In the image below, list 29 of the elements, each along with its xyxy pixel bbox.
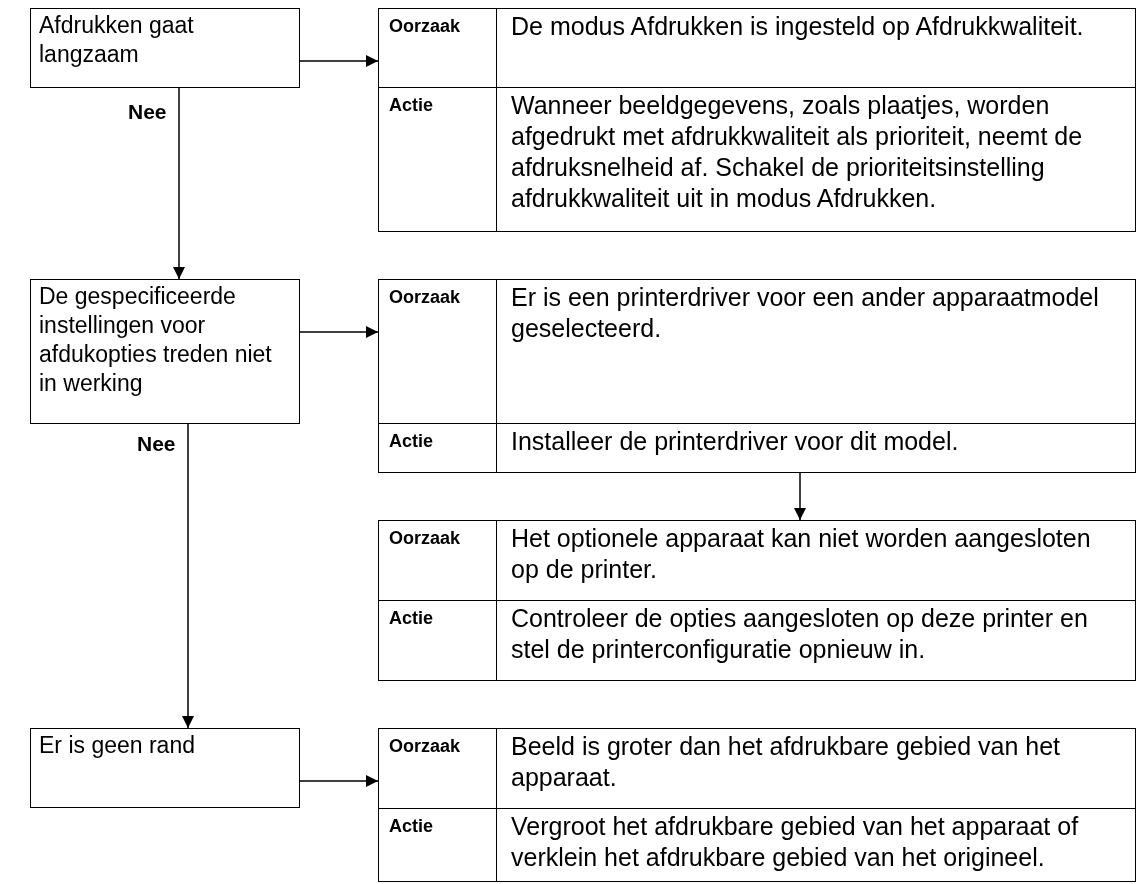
table-row	[378, 728, 1136, 809]
row-label: Actie	[379, 424, 497, 472]
table-row	[378, 8, 1136, 88]
row-text: De modus Afdrukken is ingesteld op Afdrukkwaliteit.	[510, 11, 1085, 42]
row-text: Beeld is groter dan het afdrukbare gebied van het apparaat.	[510, 731, 1061, 793]
table-row	[378, 87, 1136, 232]
row-label: Actie	[379, 88, 497, 231]
row-text: Vergroot het afdrukbare gebied van het apparaat of verklein het afdrukbare gebied van het origineel.	[510, 811, 1080, 873]
problem-box: Afdrukken gaat langzaam	[30, 8, 300, 88]
arrow	[299, 775, 379, 787]
table-row	[378, 600, 1136, 681]
arrow	[794, 472, 806, 521]
arrow	[173, 87, 185, 280]
arrow	[299, 55, 379, 67]
table-row	[378, 279, 1136, 424]
row-label: Actie	[379, 809, 497, 881]
row-text: Installeer de printerdriver voor dit model.	[510, 426, 960, 457]
row-text: Wanneer beeldgegevens, zoals plaatjes, worden afgedrukt met afdrukkwaliteit als prioriteit, neemt de afdruksnelheid af. Schakel de prioriteitsinstelling afdrukkwaliteit uit in modus Afdrukken.	[510, 90, 1084, 214]
row-text: Er is een printerdriver voor een ander apparaatmodel geselecteerd.	[510, 282, 1100, 344]
row-label: Actie	[379, 601, 497, 680]
arrow	[299, 326, 379, 338]
table-row	[378, 423, 1136, 473]
table-row	[378, 808, 1136, 882]
row-text: Controleer de opties aangesloten op deze printer en stel de printerconfiguratie opnieuw in.	[510, 603, 1089, 665]
problem-box: De gespecificeerde instellingen voor afdukopties treden niet in werking	[30, 279, 300, 424]
problem-box: Er is geen rand	[30, 728, 300, 808]
row-text: Het optionele apparaat kan niet worden aangesloten op de printer.	[510, 523, 1092, 585]
table-row	[378, 520, 1136, 601]
arrow	[182, 423, 194, 729]
